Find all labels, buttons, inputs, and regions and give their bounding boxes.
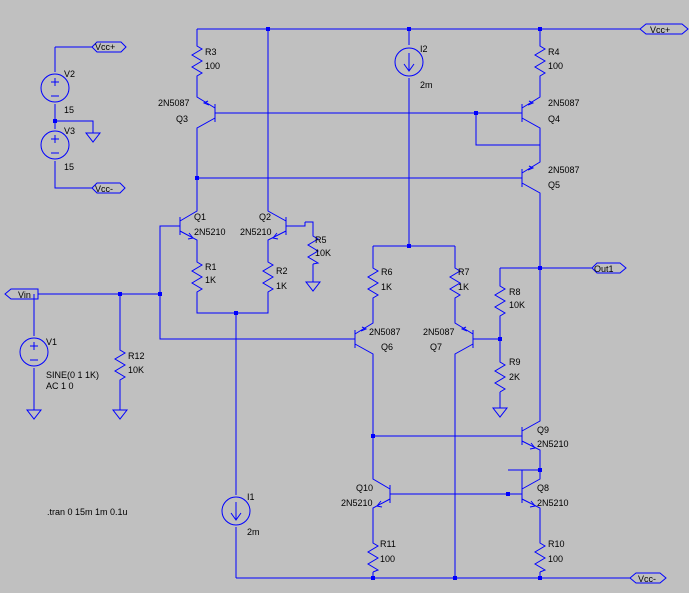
vcc-minus-label: Vcc- <box>95 184 113 194</box>
q9-model: 2N5210 <box>537 439 569 449</box>
resistor-r7: R7 1K <box>449 262 470 300</box>
q10-name: Q10 <box>356 483 373 493</box>
vcc-minus-flag-bottom: Vcc- <box>629 572 667 584</box>
i2-value: 2m <box>420 80 433 90</box>
r3-value: 100 <box>205 61 220 71</box>
i1-value: 2m <box>247 527 260 537</box>
transistor-q10: Q10 2N5210 <box>341 475 391 512</box>
source-i2: I2 2m <box>394 44 433 90</box>
resistor-r4: R4 100 <box>534 38 563 80</box>
out1-flag: Out1 <box>591 262 627 274</box>
q2-model: 2N5210 <box>240 227 272 237</box>
r4-value: 100 <box>548 61 563 71</box>
q1-model: 2N5210 <box>194 227 226 237</box>
source-v2: V2 15 <box>40 69 75 115</box>
vcc-minus-label: Vcc- <box>638 574 656 584</box>
resistor-r2: R2 1K <box>262 253 288 296</box>
transistor-q3: 2N5087 Q3 <box>158 95 216 132</box>
q7-name: Q7 <box>430 342 442 352</box>
r11-name: R11 <box>380 539 396 549</box>
v1-value: SINE(0 1 1K) <box>46 370 99 380</box>
transistor-q9: Q9 2N5210 <box>521 420 569 452</box>
r1-name: R1 <box>205 262 217 272</box>
q1-name: Q1 <box>194 212 206 222</box>
r6-name: R6 <box>381 267 393 277</box>
ground-symbols <box>25 132 509 420</box>
transistor-q1: Q1 2N5210 <box>179 208 226 242</box>
r10-value: 100 <box>548 554 563 564</box>
r12-name: R12 <box>128 351 145 361</box>
r8-name: R8 <box>509 287 521 297</box>
q9-name: Q9 <box>537 425 549 435</box>
r11-value: 100 <box>380 554 395 564</box>
vcc-plus-flag-top: Vcc+ <box>639 23 689 35</box>
v2-value: 15 <box>64 105 74 115</box>
v1-name: V1 <box>46 337 57 347</box>
q3-name: Q3 <box>176 114 188 124</box>
resistor-r3: R3 100 <box>191 38 220 80</box>
vcc-plus-label: Vcc+ <box>650 25 670 35</box>
v2-name: V2 <box>64 69 75 79</box>
r7-name: R7 <box>458 267 470 277</box>
wires <box>33 28 640 579</box>
r7-value: 1K <box>458 282 469 292</box>
r12-value: 10K <box>128 365 144 375</box>
transistor-q5: 2N5087 Q5 <box>520 160 580 196</box>
resistor-r11: R11 100 <box>367 538 396 573</box>
q3-model: 2N5087 <box>158 98 190 108</box>
transistor-q2: Q2 2N5210 <box>240 208 287 242</box>
transistor-q7: 2N5087 Q7 <box>423 320 475 358</box>
vin-flag: Vin <box>4 288 39 300</box>
q6-model: 2N5087 <box>369 327 401 337</box>
source-v1: V1 SINE(0 1 1K) AC 1 0 <box>19 337 99 391</box>
q5-model: 2N5087 <box>548 165 580 175</box>
r5-value: 10K <box>315 248 331 258</box>
r3-name: R3 <box>205 47 217 57</box>
q10-model: 2N5210 <box>341 498 373 508</box>
r5-name: R5 <box>315 235 327 245</box>
source-v3: V3 15 <box>40 126 75 172</box>
r6-value: 1K <box>381 282 392 292</box>
q4-model: 2N5087 <box>548 98 580 108</box>
vcc-plus-label: Vcc+ <box>95 42 115 52</box>
q6-name: Q6 <box>381 342 393 352</box>
v3-value: 15 <box>64 162 74 172</box>
r10-name: R10 <box>548 539 565 549</box>
q5-name: Q5 <box>548 180 560 190</box>
r2-value: 1K <box>276 281 287 291</box>
resistor-r1: R1 1K <box>191 255 217 296</box>
resistor-r5: R5 10K <box>307 230 331 265</box>
v1-ac: AC 1 0 <box>46 381 74 391</box>
source-i1: I1 2m <box>221 492 260 537</box>
transistor-q4: 2N5087 Q4 <box>521 95 580 132</box>
out1-label: Out1 <box>594 264 614 274</box>
vcc-plus-flag-left: Vcc+ <box>91 41 127 53</box>
q4-name: Q4 <box>548 114 560 124</box>
resistor-r8: R8 10K <box>494 280 525 318</box>
resistor-r9: R9 2K <box>494 356 521 393</box>
resistor-r10: R10 100 <box>534 538 565 573</box>
i2-name: I2 <box>420 44 428 54</box>
resistor-r6: R6 1K <box>367 262 393 300</box>
v3-name: V3 <box>64 126 75 136</box>
resistor-r12: R12 10K <box>114 344 145 384</box>
r8-value: 10K <box>509 300 525 310</box>
q8-name: Q8 <box>537 483 549 493</box>
vcc-minus-flag-left: Vcc- <box>91 182 126 194</box>
q7-model: 2N5087 <box>423 327 455 337</box>
r1-value: 1K <box>205 275 216 285</box>
r4-name: R4 <box>548 47 560 57</box>
spice-directive: .tran 0 15m 1m 0.1u <box>47 507 128 517</box>
transistor-q6: 2N5087 Q6 <box>354 320 401 358</box>
r2-name: R2 <box>276 266 288 276</box>
r9-name: R9 <box>509 357 521 367</box>
q8-model: 2N5210 <box>537 498 569 508</box>
i1-name: I1 <box>247 492 255 502</box>
q2-name: Q2 <box>259 212 271 222</box>
r9-value: 2K <box>509 372 520 382</box>
vin-label: Vin <box>18 290 31 300</box>
junctions <box>53 27 542 580</box>
transistor-q8: Q8 2N5210 <box>521 470 569 512</box>
